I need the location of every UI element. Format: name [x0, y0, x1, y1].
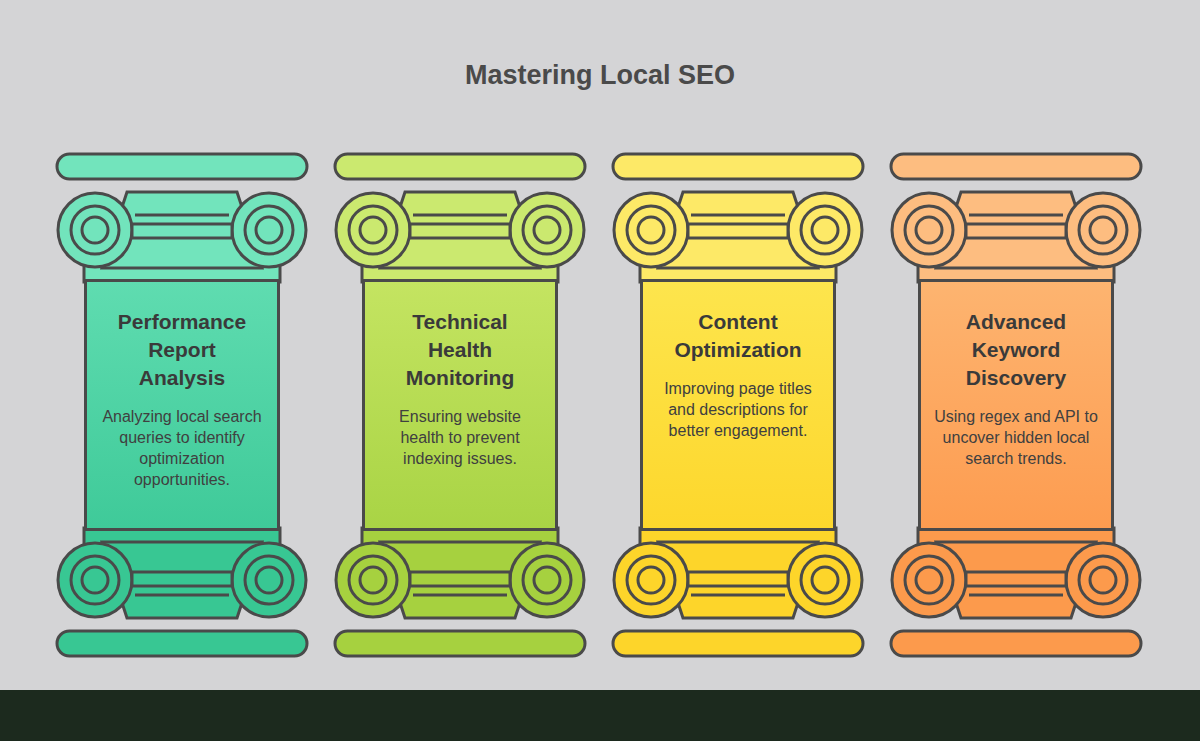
- pillar-description: Improving page titles and descriptions f…: [655, 378, 821, 441]
- pillar-capital: [613, 154, 863, 282]
- footer-band: [0, 690, 1200, 741]
- pillar-base: [891, 528, 1141, 656]
- pillar-capital: [57, 154, 307, 282]
- pillar-box: Content OptimizationImproving page title…: [640, 279, 836, 531]
- pillar-heading: Technical Health Monitoring: [377, 308, 543, 392]
- pillar-heading: Content Optimization: [655, 308, 821, 364]
- pillar-capital: [335, 154, 585, 282]
- pillar-base: [335, 528, 585, 656]
- pillar-base: [613, 528, 863, 656]
- pillar-heading: Advanced Keyword Discovery: [933, 308, 1099, 392]
- diagram-title: Mastering Local SEO: [0, 60, 1200, 91]
- pillar-heading: Performance Report Analysis: [99, 308, 265, 392]
- pillar-box: Advanced Keyword DiscoveryUsing regex an…: [918, 279, 1114, 531]
- pillar-description: Analyzing local search queries to identi…: [99, 406, 265, 490]
- pillar-capital: [891, 154, 1141, 282]
- pillar-description: Ensuring website health to prevent index…: [377, 406, 543, 469]
- pillar-box: Performance Report AnalysisAnalyzing loc…: [84, 279, 280, 531]
- pillar-base: [57, 528, 307, 656]
- pillar-description: Using regex and API to uncover hidden lo…: [933, 406, 1099, 469]
- pillar-box: Technical Health MonitoringEnsuring webs…: [362, 279, 558, 531]
